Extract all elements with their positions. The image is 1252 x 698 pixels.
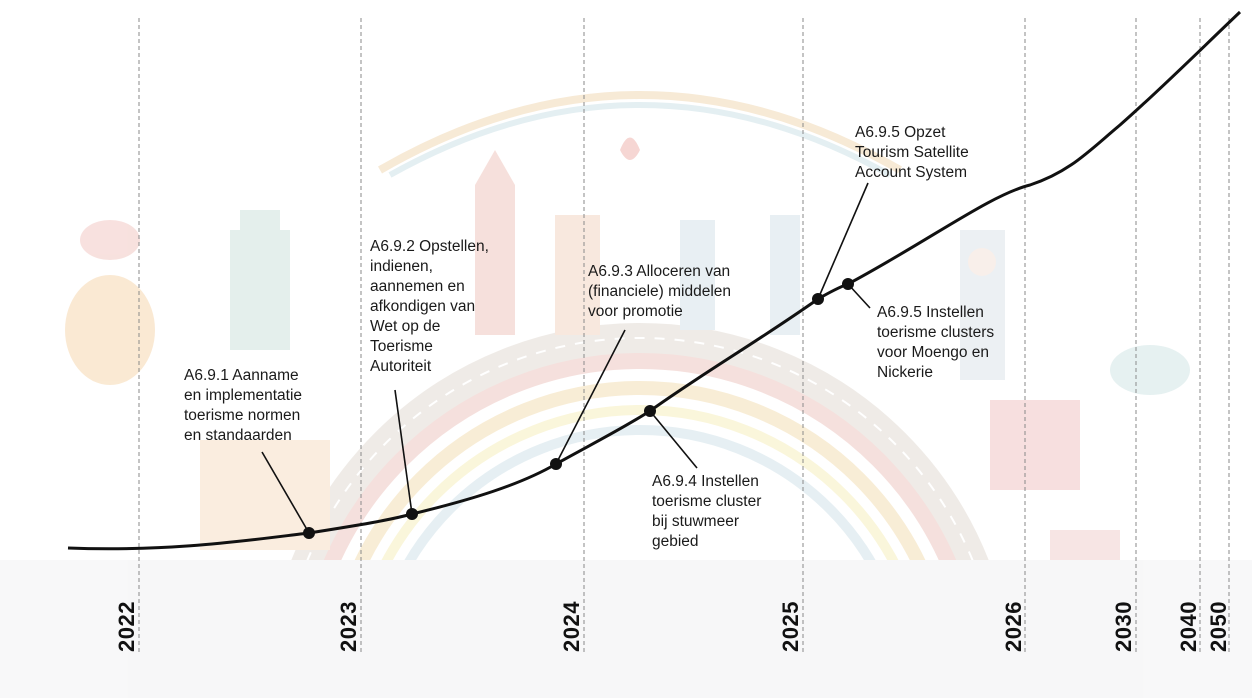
leader-line-m3	[555, 329, 626, 465]
year-label-2040: 2040	[1176, 601, 1201, 652]
milestone-marker-m5[interactable]	[812, 293, 824, 305]
milestone-marker-m6[interactable]	[842, 278, 854, 290]
leader-line-m5	[817, 182, 869, 300]
year-label-2050: 2050	[1206, 601, 1231, 652]
year-label-2023: 2023	[336, 601, 361, 652]
milestone-label-m5: A6.9.5 Opzet Tourism Satellite Account S…	[855, 124, 969, 181]
year-label-2024: 2024	[559, 601, 584, 652]
leader-lines	[261, 182, 871, 534]
milestone-label-m6: A6.9.5 Instellen toerisme clusters voor …	[877, 304, 995, 381]
milestone-label-m3: A6.9.3 Alloceren van (financiele) middel…	[588, 263, 732, 320]
milestone-marker-m3[interactable]	[550, 458, 562, 470]
milestone-label-m4: A6.9.4 Instellen toerisme cluster bij st…	[652, 473, 762, 550]
progress-curve	[67, 10, 1242, 551]
year-gridlines	[138, 18, 1230, 652]
leader-line-m1	[261, 451, 310, 534]
milestone-label-m2: A6.9.2 Opstellen, indienen, aannemen en …	[370, 238, 489, 375]
milestone-markers	[303, 278, 854, 539]
leader-line-m4	[649, 410, 698, 469]
milestone-marker-m4[interactable]	[644, 405, 656, 417]
leader-line-m2	[394, 389, 413, 515]
milestone-marker-m1[interactable]	[303, 527, 315, 539]
year-label-2026: 2026	[1001, 601, 1026, 652]
year-label-2025: 2025	[778, 601, 803, 652]
milestone-marker-m2[interactable]	[406, 508, 418, 520]
year-label-2022: 2022	[114, 601, 139, 652]
year-label-2030: 2030	[1111, 601, 1136, 652]
milestone-label-m1: A6.9.1 Aanname en implementatie toerisme…	[184, 367, 303, 444]
